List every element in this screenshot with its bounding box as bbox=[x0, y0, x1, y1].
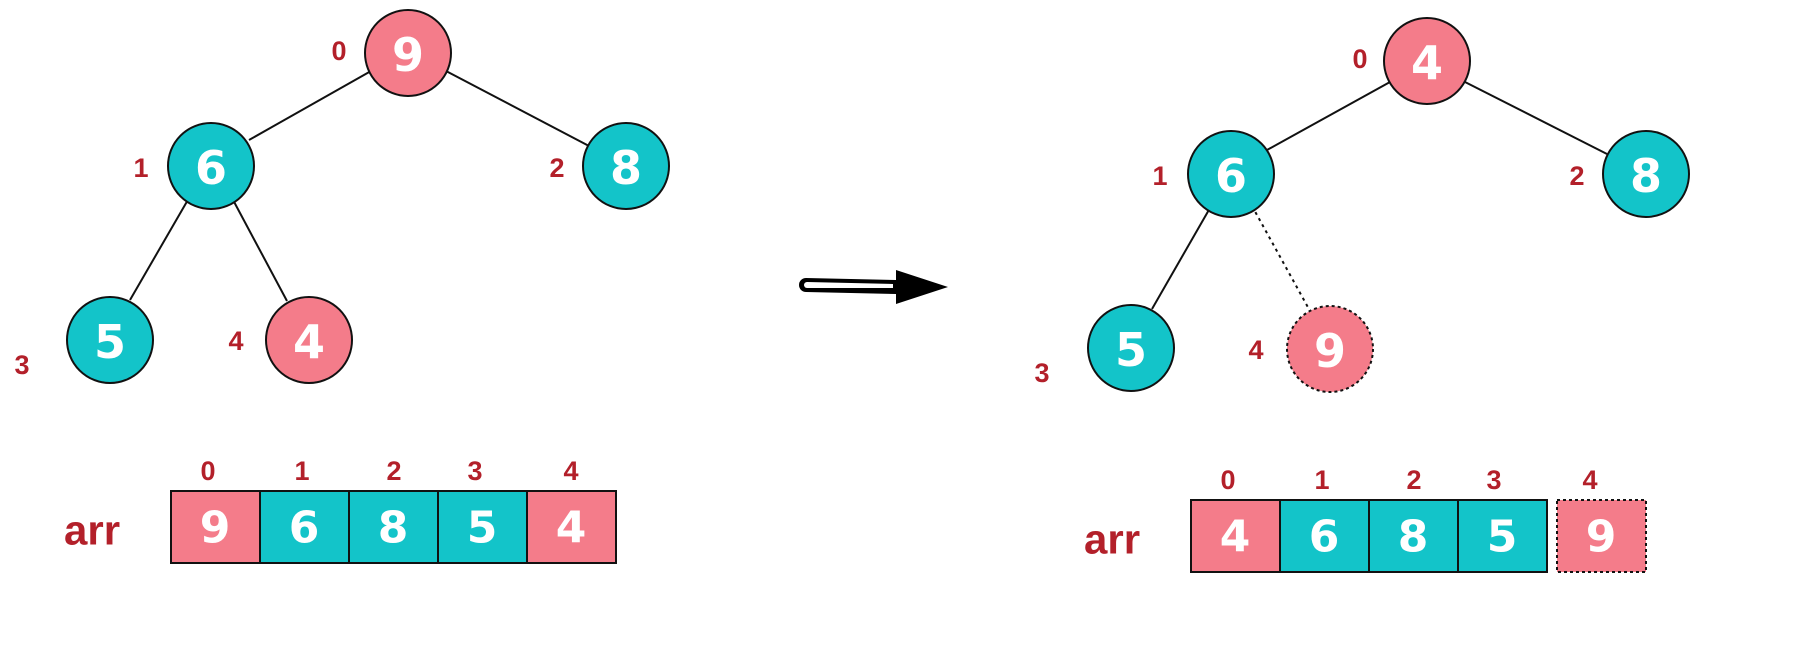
cell-box bbox=[526, 490, 617, 564]
node-circle bbox=[1187, 130, 1275, 218]
edge-1-4-dashed bbox=[1251, 205, 1311, 312]
edge-1-3 bbox=[129, 197, 190, 301]
tree-node: 5 3 bbox=[14, 296, 154, 384]
tree-node: 6 1 bbox=[1152, 130, 1275, 218]
tree-node: 4 4 bbox=[228, 296, 353, 384]
node-index: 0 bbox=[1352, 44, 1367, 74]
edge-1-3 bbox=[1151, 207, 1211, 310]
cell-value: 5 bbox=[1487, 512, 1518, 563]
before-array: arr 0 9 1 6 2 8 3 5 4 4 bbox=[64, 456, 617, 564]
array-cell: 2 8 bbox=[1368, 465, 1459, 573]
array-cell: 3 5 bbox=[437, 456, 528, 564]
node-index: 1 bbox=[133, 153, 148, 183]
array-cell: 2 8 bbox=[348, 456, 439, 564]
node-value: 9 bbox=[392, 28, 424, 82]
tree-node-removed: 9 4 bbox=[1248, 305, 1374, 393]
node-circle bbox=[364, 9, 452, 97]
node-circle bbox=[1383, 17, 1471, 105]
node-index: 3 bbox=[14, 350, 29, 380]
cell-index: 2 bbox=[386, 456, 401, 486]
array-cell: 3 5 bbox=[1457, 465, 1548, 573]
cell-value: 6 bbox=[289, 503, 320, 554]
cell-value: 8 bbox=[378, 503, 409, 554]
node-circle bbox=[66, 296, 154, 384]
cell-value: 5 bbox=[467, 503, 498, 554]
node-value: 9 bbox=[1314, 324, 1346, 378]
array-cell: 0 9 bbox=[170, 456, 261, 564]
node-circle bbox=[167, 122, 255, 210]
cell-value: 8 bbox=[1398, 512, 1429, 563]
node-value: 6 bbox=[1215, 149, 1247, 203]
cell-index: 0 bbox=[1220, 465, 1235, 495]
cell-box bbox=[259, 490, 350, 564]
cell-index: 1 bbox=[294, 456, 309, 486]
tree-node: 6 1 bbox=[133, 122, 255, 210]
node-value: 8 bbox=[1630, 149, 1662, 203]
cell-index: 2 bbox=[1406, 465, 1421, 495]
node-circle bbox=[582, 122, 670, 210]
node-value: 5 bbox=[1115, 323, 1147, 377]
cell-box bbox=[1556, 499, 1647, 573]
cell-box bbox=[348, 490, 439, 564]
node-value: 5 bbox=[94, 315, 126, 369]
cell-box bbox=[437, 490, 528, 564]
before-tree: 9 0 6 1 8 2 5 3 4 4 bbox=[14, 9, 670, 384]
edge-0-1 bbox=[248, 70, 372, 141]
tree-node: 4 0 bbox=[1352, 17, 1471, 105]
cell-value: 9 bbox=[1586, 512, 1617, 563]
cell-index: 3 bbox=[1486, 465, 1501, 495]
cell-value: 4 bbox=[556, 503, 587, 554]
cell-index: 4 bbox=[563, 456, 578, 486]
right-arrow-icon bbox=[799, 270, 948, 304]
cell-value: 9 bbox=[200, 503, 231, 554]
node-circle bbox=[1087, 304, 1175, 392]
node-index: 3 bbox=[1034, 358, 1049, 388]
cell-box bbox=[1279, 499, 1370, 573]
node-index: 2 bbox=[549, 153, 564, 183]
node-index: 2 bbox=[1569, 161, 1584, 191]
node-value: 6 bbox=[195, 141, 227, 195]
cell-index: 0 bbox=[200, 456, 215, 486]
cell-index: 1 bbox=[1314, 465, 1329, 495]
cell-box bbox=[1368, 499, 1459, 573]
edge-0-2 bbox=[1464, 81, 1608, 155]
cell-index: 3 bbox=[467, 456, 482, 486]
edge-0-1 bbox=[1266, 81, 1391, 151]
tree-node: 8 2 bbox=[1569, 130, 1690, 218]
node-index: 4 bbox=[228, 326, 243, 356]
tree-node: 8 2 bbox=[549, 122, 670, 210]
edge-0-2 bbox=[445, 70, 590, 147]
array-cell-removed: 4 9 bbox=[1556, 465, 1647, 573]
node-circle bbox=[1286, 305, 1374, 393]
cell-box bbox=[1457, 499, 1548, 573]
node-value: 4 bbox=[293, 315, 325, 369]
node-index: 0 bbox=[331, 36, 346, 66]
array-cell: 4 4 bbox=[526, 456, 617, 564]
array-label: arr bbox=[64, 507, 120, 554]
node-value: 4 bbox=[1411, 36, 1443, 90]
cell-value: 6 bbox=[1309, 512, 1340, 563]
node-value: 8 bbox=[610, 141, 642, 195]
array-label: arr bbox=[1084, 516, 1140, 563]
edge-1-4 bbox=[231, 197, 288, 302]
array-cell: 1 6 bbox=[259, 456, 350, 564]
array-cell: 0 4 bbox=[1190, 465, 1281, 573]
node-index: 1 bbox=[1152, 161, 1167, 191]
node-circle bbox=[265, 296, 353, 384]
node-index: 4 bbox=[1248, 335, 1263, 365]
array-cell: 1 6 bbox=[1279, 465, 1370, 573]
cell-value: 4 bbox=[1220, 512, 1251, 563]
cell-index: 4 bbox=[1582, 465, 1597, 495]
after-array: arr 0 4 1 6 2 8 3 5 4 9 bbox=[1084, 465, 1647, 573]
tree-node: 5 3 bbox=[1034, 304, 1175, 392]
tree-node: 9 0 bbox=[331, 9, 452, 97]
node-circle bbox=[1602, 130, 1690, 218]
after-tree: 4 0 6 1 8 2 5 3 9 4 bbox=[1034, 17, 1690, 393]
